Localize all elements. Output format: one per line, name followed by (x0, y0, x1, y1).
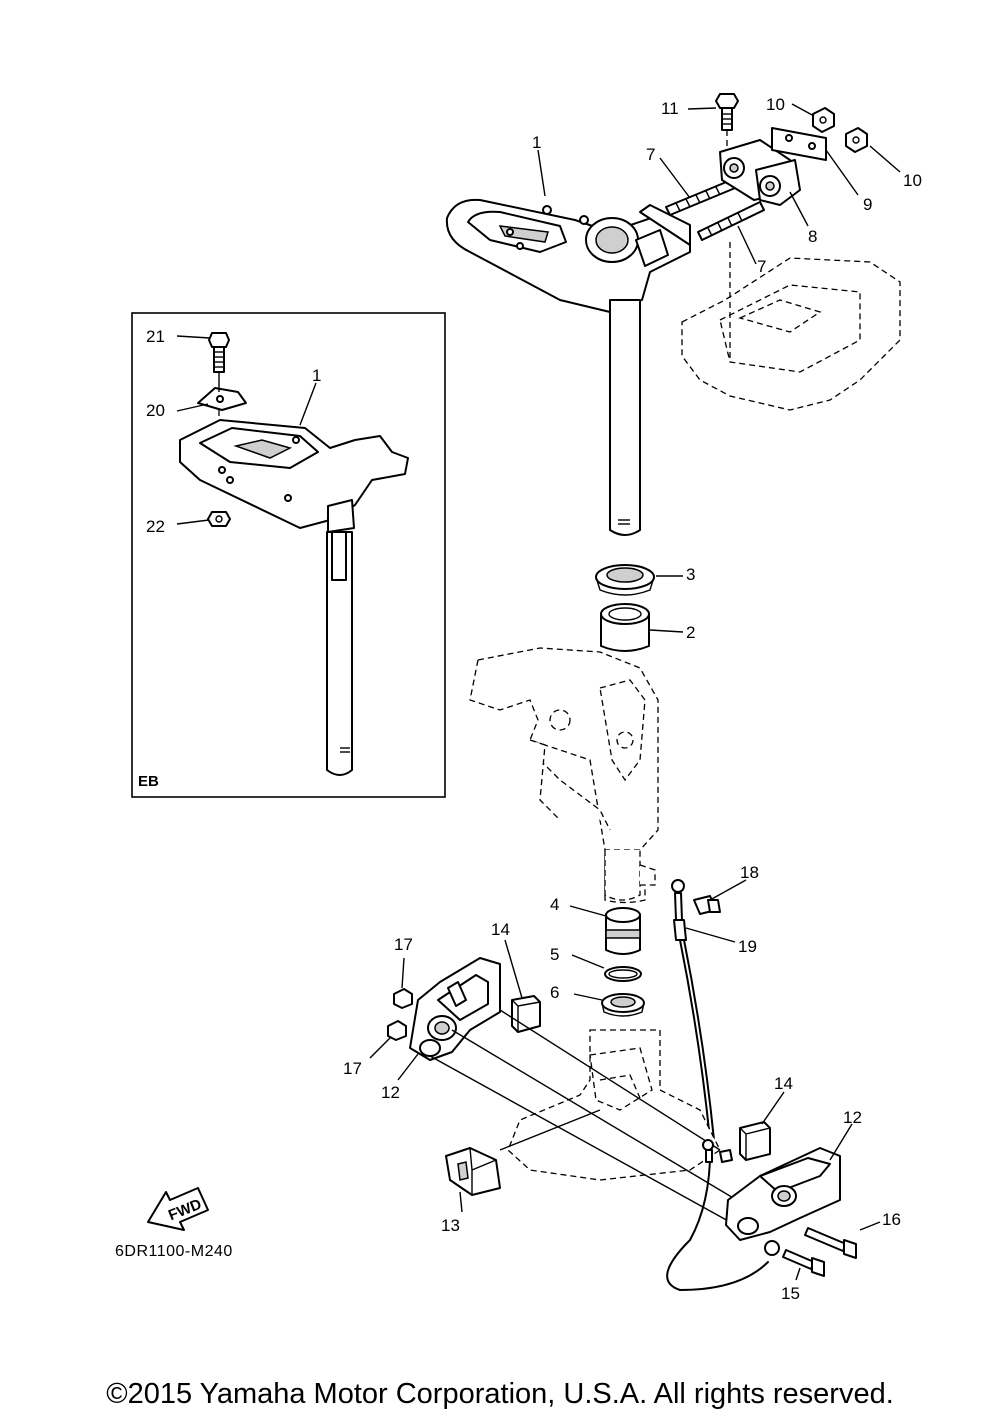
inset-tag: EB (138, 773, 159, 790)
shaft-inset-part (326, 531, 353, 776)
callout-6: 6 (550, 983, 559, 1002)
o-ring-5-part (604, 966, 642, 982)
lower-casing-outline (507, 1029, 721, 1181)
callout-1-inset: 1 (312, 366, 321, 385)
handle-1-inset-part (179, 419, 409, 533)
callout-21: 21 (146, 327, 165, 346)
callout-20: 20 (146, 401, 165, 420)
nut-10-upper-part (812, 107, 835, 133)
nut-10-right-part (845, 127, 868, 153)
callout-15: 15 (781, 1284, 800, 1303)
callout-4: 4 (550, 895, 559, 914)
callout-10-right: 10 (903, 171, 922, 190)
callout-14-left: 14 (491, 920, 510, 939)
nut-17-lower-part (387, 1020, 407, 1041)
ground-terminal-mid-part (702, 1139, 733, 1163)
callout-labels: 1 1 2 3 4 5 6 7 7 8 9 10 10 11 12 12 13 … (146, 95, 922, 1303)
callout-13: 13 (441, 1216, 460, 1235)
bolt-18-part (693, 895, 721, 915)
callout-22: 22 (146, 517, 165, 536)
callout-7-lower: 7 (757, 257, 766, 276)
callout-8: 8 (808, 227, 817, 246)
callout-12-left: 12 (381, 1083, 400, 1102)
fwd-arrow-icon: FWD (147, 1187, 209, 1231)
callout-2: 2 (686, 623, 695, 642)
mount-13-part (445, 1147, 501, 1196)
seal-6-part (601, 993, 645, 1017)
mount-8-part (719, 139, 801, 206)
callout-10-upper: 10 (766, 95, 785, 114)
callout-14-right: 14 (774, 1074, 793, 1093)
callout-1-main: 1 (532, 133, 541, 152)
clamp-12-right-part (725, 1147, 841, 1241)
nut-22-part (207, 511, 231, 527)
callout-16: 16 (882, 1210, 901, 1229)
callout-12-right: 12 (843, 1108, 862, 1127)
clamp-12-left-part (409, 957, 501, 1061)
callout-7-upper: 7 (646, 145, 655, 164)
callout-18: 18 (740, 863, 759, 882)
bushing-3-part (595, 564, 655, 596)
ground-lead-19-part (666, 879, 780, 1291)
upper-casing-outline (681, 242, 901, 411)
callout-leaders (369, 103, 901, 1281)
eb-inset: EB (131, 312, 446, 798)
through-rods (429, 1009, 741, 1223)
callout-17-upper: 17 (394, 935, 413, 954)
stud-7-lower-part (697, 201, 765, 241)
bushing-2-part (600, 603, 650, 652)
bolt-16-part (804, 1227, 857, 1259)
copyright-notice: ©2015 Yamaha Motor Corporation, U.S.A. A… (106, 1378, 894, 1410)
diagram-code: 6DR1100-M240 (115, 1243, 233, 1260)
nut-17-upper-part (393, 988, 413, 1009)
swivel-bracket-outline (469, 647, 659, 904)
rubber-14-right-part (739, 1121, 771, 1161)
bolt-15-part (782, 1249, 825, 1277)
callout-3: 3 (686, 565, 695, 584)
bushing-4-part (605, 907, 641, 955)
callout-17-lower: 17 (343, 1059, 362, 1078)
bolt-21-part (208, 332, 230, 373)
plate-9-part (771, 127, 827, 161)
bolt-11-part (715, 93, 739, 148)
rubber-14-left-part (511, 995, 541, 1033)
callout-11: 11 (661, 99, 679, 118)
handle-1-part (445, 198, 691, 536)
callout-5: 5 (550, 945, 559, 964)
callout-9: 9 (863, 195, 872, 214)
callout-19: 19 (738, 937, 757, 956)
